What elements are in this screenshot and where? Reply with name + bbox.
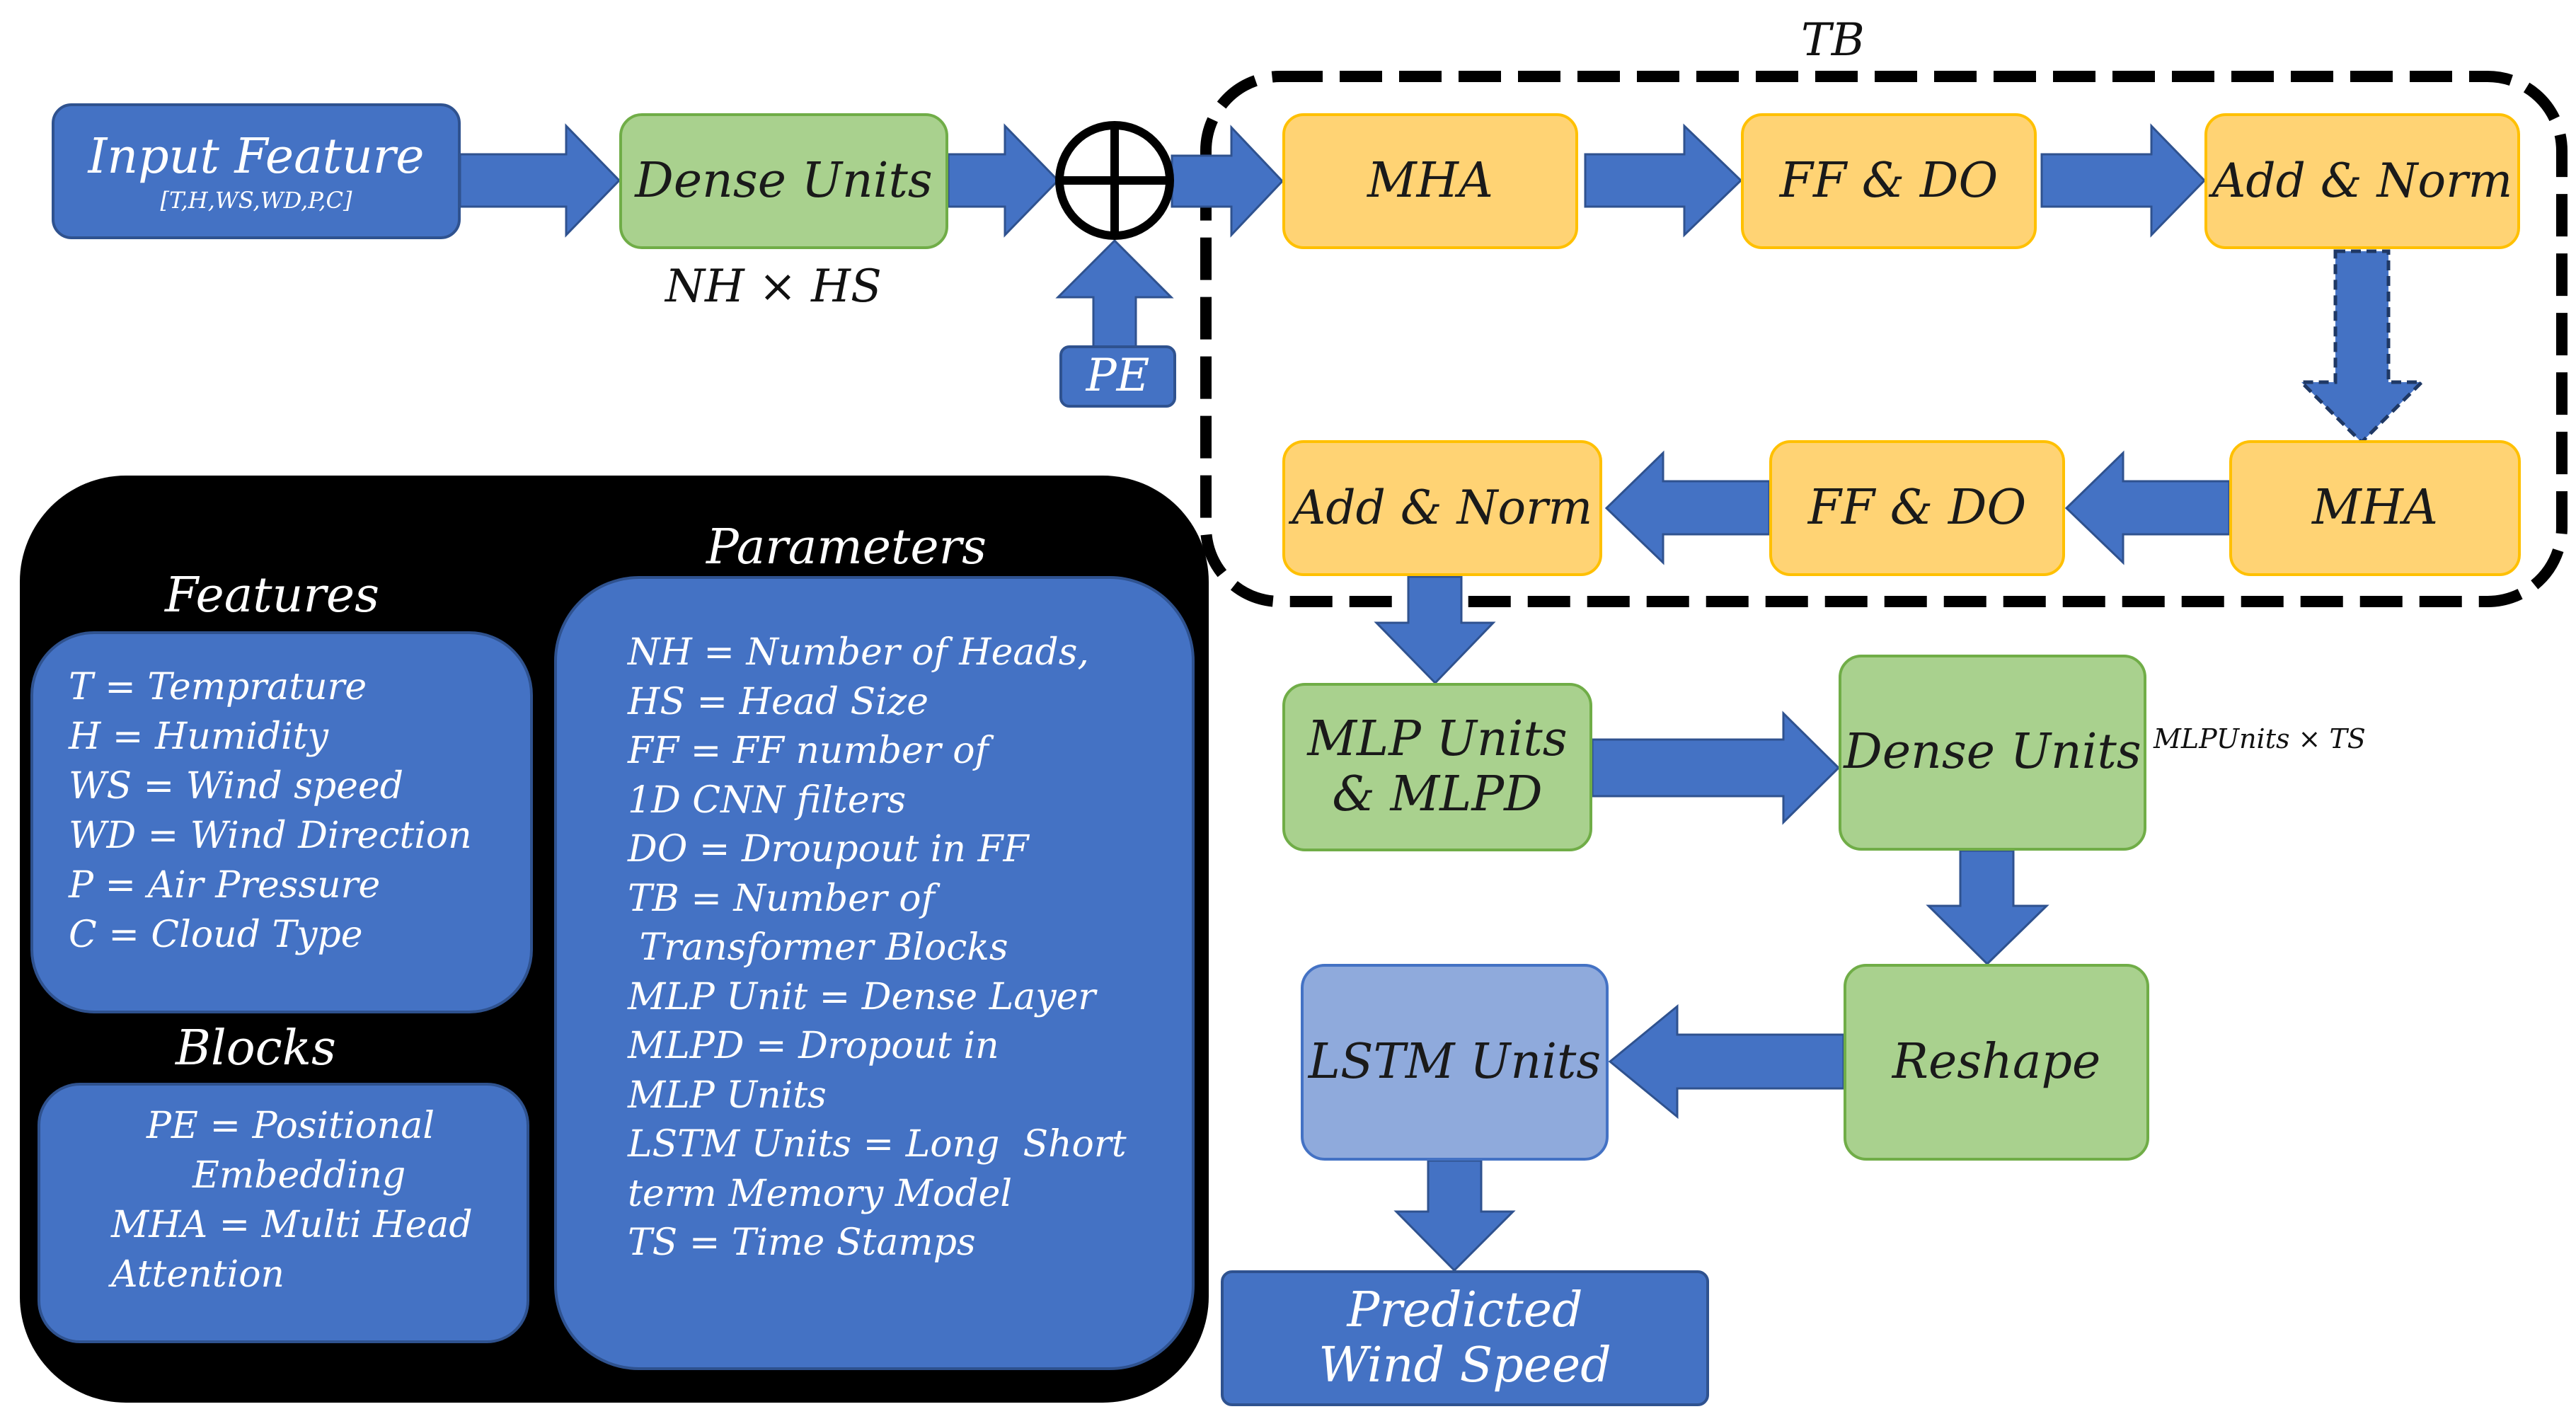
mlp-units-line1: MLP Units [1307, 711, 1568, 767]
parameters-list: NH = Number of Heads, HS = Head Size FF … [628, 628, 1192, 1268]
dense-units-2-box: Dense Units [1839, 655, 2146, 851]
parameter-item: LSTM Units = Long Short [628, 1123, 1127, 1166]
features-panel: T = Temprature H = Humidity WS = Wind sp… [30, 631, 533, 1013]
parameter-item: Transformer Blocks [628, 926, 1008, 969]
transformer-block-boundary [1200, 71, 2568, 607]
features-title: Features [165, 568, 380, 623]
predicted-wind-speed-box: Predicted Wind Speed [1221, 1270, 1709, 1406]
feature-item: WD = Wind Direction [69, 815, 472, 857]
feature-item: T = Temprature [69, 666, 367, 708]
input-feature-title: Input Feature [88, 128, 425, 185]
parameter-item: MLPD = Dropout in [628, 1025, 999, 1067]
parameter-item: NH = Number of Heads, [628, 631, 1089, 674]
dense-units-dimension: NH × HS [665, 260, 882, 313]
dense-units-label: Dense Units [635, 152, 933, 209]
feature-item: P = Air Pressure [69, 864, 381, 907]
parameter-item: 1D CNN filters [628, 778, 907, 822]
lstm-units-label: LSTM Units [1308, 1033, 1602, 1090]
parameters-title: Parameters [706, 519, 987, 575]
mha-top-label: MHA [1367, 152, 1494, 209]
addnorm-bottom-label: Add & Norm [1292, 481, 1593, 536]
feature-item: C = Cloud Type [69, 914, 363, 956]
arrow-addnorm-to-mha-bottom [2296, 249, 2427, 445]
feature-item: WS = Wind speed [69, 765, 403, 807]
parameter-item: FF = FF number of [628, 730, 989, 772]
block-item: PE = Positional [146, 1105, 435, 1147]
arrow-mha-to-ffdo-bottom [2064, 450, 2231, 565]
addnorm-bottom-box: Add & Norm [1282, 440, 1602, 576]
dense-units-2-dimension: MLPUnits × TS [2154, 723, 2366, 754]
pe-box: PE [1059, 345, 1176, 408]
addnorm-top-box: Add & Norm [2204, 113, 2520, 249]
mha-bottom-box: MHA [2229, 440, 2521, 576]
blocks-panel: PE = Positional Embedding MHA = Multi He… [38, 1083, 529, 1343]
arrow-reshape-to-lstm [1608, 1004, 1845, 1120]
mlp-units-line2: & MLPD [1332, 766, 1543, 822]
parameter-item: term Memory Model [628, 1172, 1013, 1215]
arrow-mha-to-ffdo-top [1584, 123, 1743, 238]
reshape-box: Reshape [1844, 964, 2149, 1161]
arrow-input-to-dense [459, 123, 621, 238]
ffdo-top-box: FF & DO [1741, 113, 2037, 249]
predicted-line2: Wind Speed [1318, 1338, 1611, 1393]
dense-units-2-label: Dense Units [1844, 724, 2141, 781]
blocks-list: PE = Positional Embedding MHA = Multi He… [111, 1101, 527, 1299]
legend-panel: Features T = Temprature H = Humidity WS … [20, 476, 1209, 1403]
parameter-item: TB = Number of [628, 877, 935, 920]
tb-label: TB [1801, 14, 1865, 67]
arrow-addnorm-to-mlp [1374, 575, 1496, 685]
feature-item: H = Humidity [69, 715, 328, 758]
parameters-panel: NH = Number of Heads, HS = Head Size FF … [554, 576, 1195, 1370]
parameter-item: HS = Head Size [628, 680, 928, 723]
arrow-lstm-to-predicted [1393, 1159, 1516, 1272]
add-circle-icon [1055, 121, 1174, 240]
arrow-dense-to-add [947, 123, 1060, 238]
mha-bottom-label: MHA [2311, 479, 2439, 536]
pe-label: PE [1086, 350, 1150, 403]
features-list: T = Temprature H = Humidity WS = Wind sp… [69, 662, 530, 960]
mha-top-box: MHA [1282, 113, 1578, 249]
parameter-item: MLP Unit = Dense Layer [628, 975, 1096, 1018]
arrow-ffdo-to-addnorm-bottom [1604, 450, 1771, 565]
ffdo-top-label: FF & DO [1779, 152, 1999, 209]
addnorm-top-label: Add & Norm [2212, 154, 2513, 209]
arrow-ffdo-to-addnorm-top [2040, 123, 2207, 238]
reshape-label: Reshape [1892, 1033, 2101, 1090]
arrow-dense2-to-reshape [1926, 849, 2049, 966]
ffdo-bottom-box: FF & DO [1769, 440, 2065, 576]
input-feature-box: Input Feature [T,H,WS,WD,P,C] [52, 103, 461, 239]
arrow-pe-to-add [1055, 238, 1174, 348]
input-feature-subtitle: [T,H,WS,WD,P,C] [160, 186, 352, 214]
predicted-line1: Predicted [1347, 1282, 1583, 1338]
dense-units-box: Dense Units [619, 113, 948, 249]
arrow-add-to-mha [1171, 125, 1284, 238]
block-item: Embedding [192, 1154, 406, 1197]
ffdo-bottom-label: FF & DO [1807, 479, 2027, 536]
arrow-mlp-to-dense2 [1591, 711, 1841, 825]
parameter-item: MLP Units [628, 1074, 827, 1117]
lstm-units-box: LSTM Units [1301, 964, 1609, 1161]
block-item: Attention [111, 1253, 285, 1296]
mlp-units-box: MLP Units & MLPD [1282, 683, 1592, 851]
blocks-title: Blocks [176, 1020, 336, 1076]
block-item: MHA = Multi Head [111, 1204, 473, 1246]
parameter-item: TS = Time Stamps [628, 1221, 976, 1264]
parameter-item: DO = Droupout in FF [628, 828, 1029, 870]
